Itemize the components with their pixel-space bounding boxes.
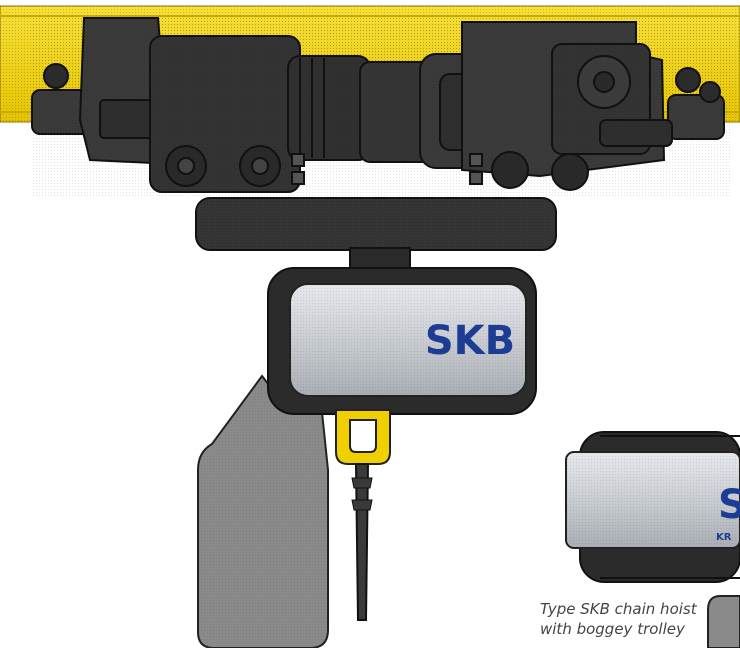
caption-line-1: Type SKB chain hoist [540,600,697,618]
hoist-hook [335,409,391,621]
hoist-housing-main: SKB [267,267,537,415]
product-caption: Type SKB chain hoist with boggey trolley [540,599,740,639]
secondary-logo: S [718,482,740,528]
swivel-plate [195,197,557,271]
hoist-housing-secondary: S KR [565,431,740,648]
main-logo: SKB [425,318,515,364]
caption-line-2: with boggey trolley [540,620,685,638]
secondary-logo-sub: KR [716,532,732,543]
mounting-bracket-left [197,374,329,648]
